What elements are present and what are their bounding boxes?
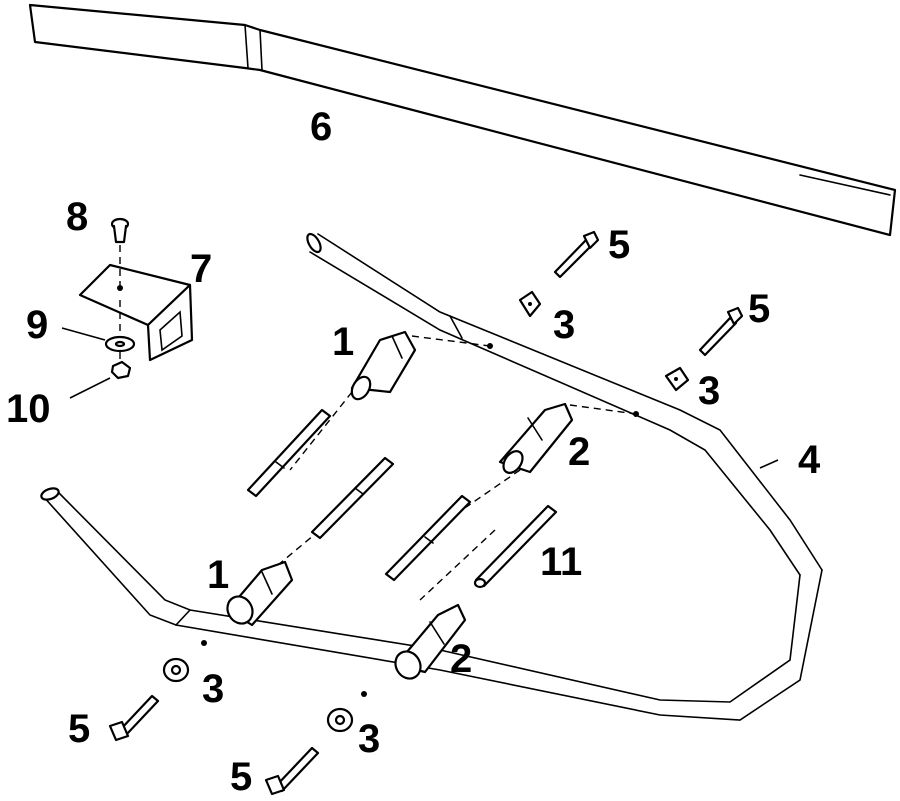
- callout-2-upper: 2: [568, 430, 590, 474]
- callout-2-lower: 2: [450, 637, 472, 681]
- callout-1-upper: 1: [332, 320, 354, 364]
- bunk-board: [28, 3, 897, 237]
- shaft-b: [310, 456, 395, 540]
- callout-3-b: 3: [698, 369, 720, 413]
- callout-11: 11: [540, 540, 582, 584]
- nut-10: [110, 360, 132, 380]
- callout-1-lower: 1: [207, 553, 229, 597]
- spacer-3-b: [664, 366, 690, 392]
- bolt-5-lower-left: [108, 694, 160, 742]
- roller-2-lower: [394, 603, 467, 680]
- callout-3-c: 3: [202, 667, 224, 711]
- bolt-5-lower-right: [264, 746, 320, 796]
- roller-1-lower: [226, 560, 294, 627]
- callout-9: 9: [26, 303, 48, 347]
- spacer-3-a: [518, 290, 542, 318]
- callout-3-a: 3: [553, 303, 575, 347]
- bracket-7: [78, 263, 194, 362]
- washer-9: [104, 335, 136, 353]
- roller-1-upper: [350, 330, 417, 401]
- callout-3-d: 3: [358, 717, 380, 761]
- lower-frame-tube: [40, 487, 823, 721]
- screw-8: [110, 217, 130, 244]
- shaft-11: [473, 504, 558, 589]
- callout-5-b: 5: [748, 287, 770, 331]
- callout-8: 8: [66, 195, 88, 239]
- upper-frame-tube: [306, 232, 823, 576]
- callout-10: 10: [6, 387, 51, 431]
- callout-4: 4: [798, 438, 821, 482]
- spacer-3-d: [326, 707, 354, 733]
- spacer-3-c: [162, 657, 190, 683]
- shaft-c: [384, 494, 472, 582]
- callout-5-c: 5: [68, 707, 90, 751]
- callout-5-d: 5: [230, 755, 252, 799]
- roller-2-upper: [498, 402, 574, 474]
- shaft-a: [246, 408, 332, 498]
- callout-7: 7: [190, 247, 212, 291]
- callout-6: 6: [310, 105, 332, 149]
- bolt-5-upper-left: [553, 230, 600, 279]
- callout-5-a: 5: [608, 223, 630, 267]
- bolt-5-upper-right: [698, 306, 744, 357]
